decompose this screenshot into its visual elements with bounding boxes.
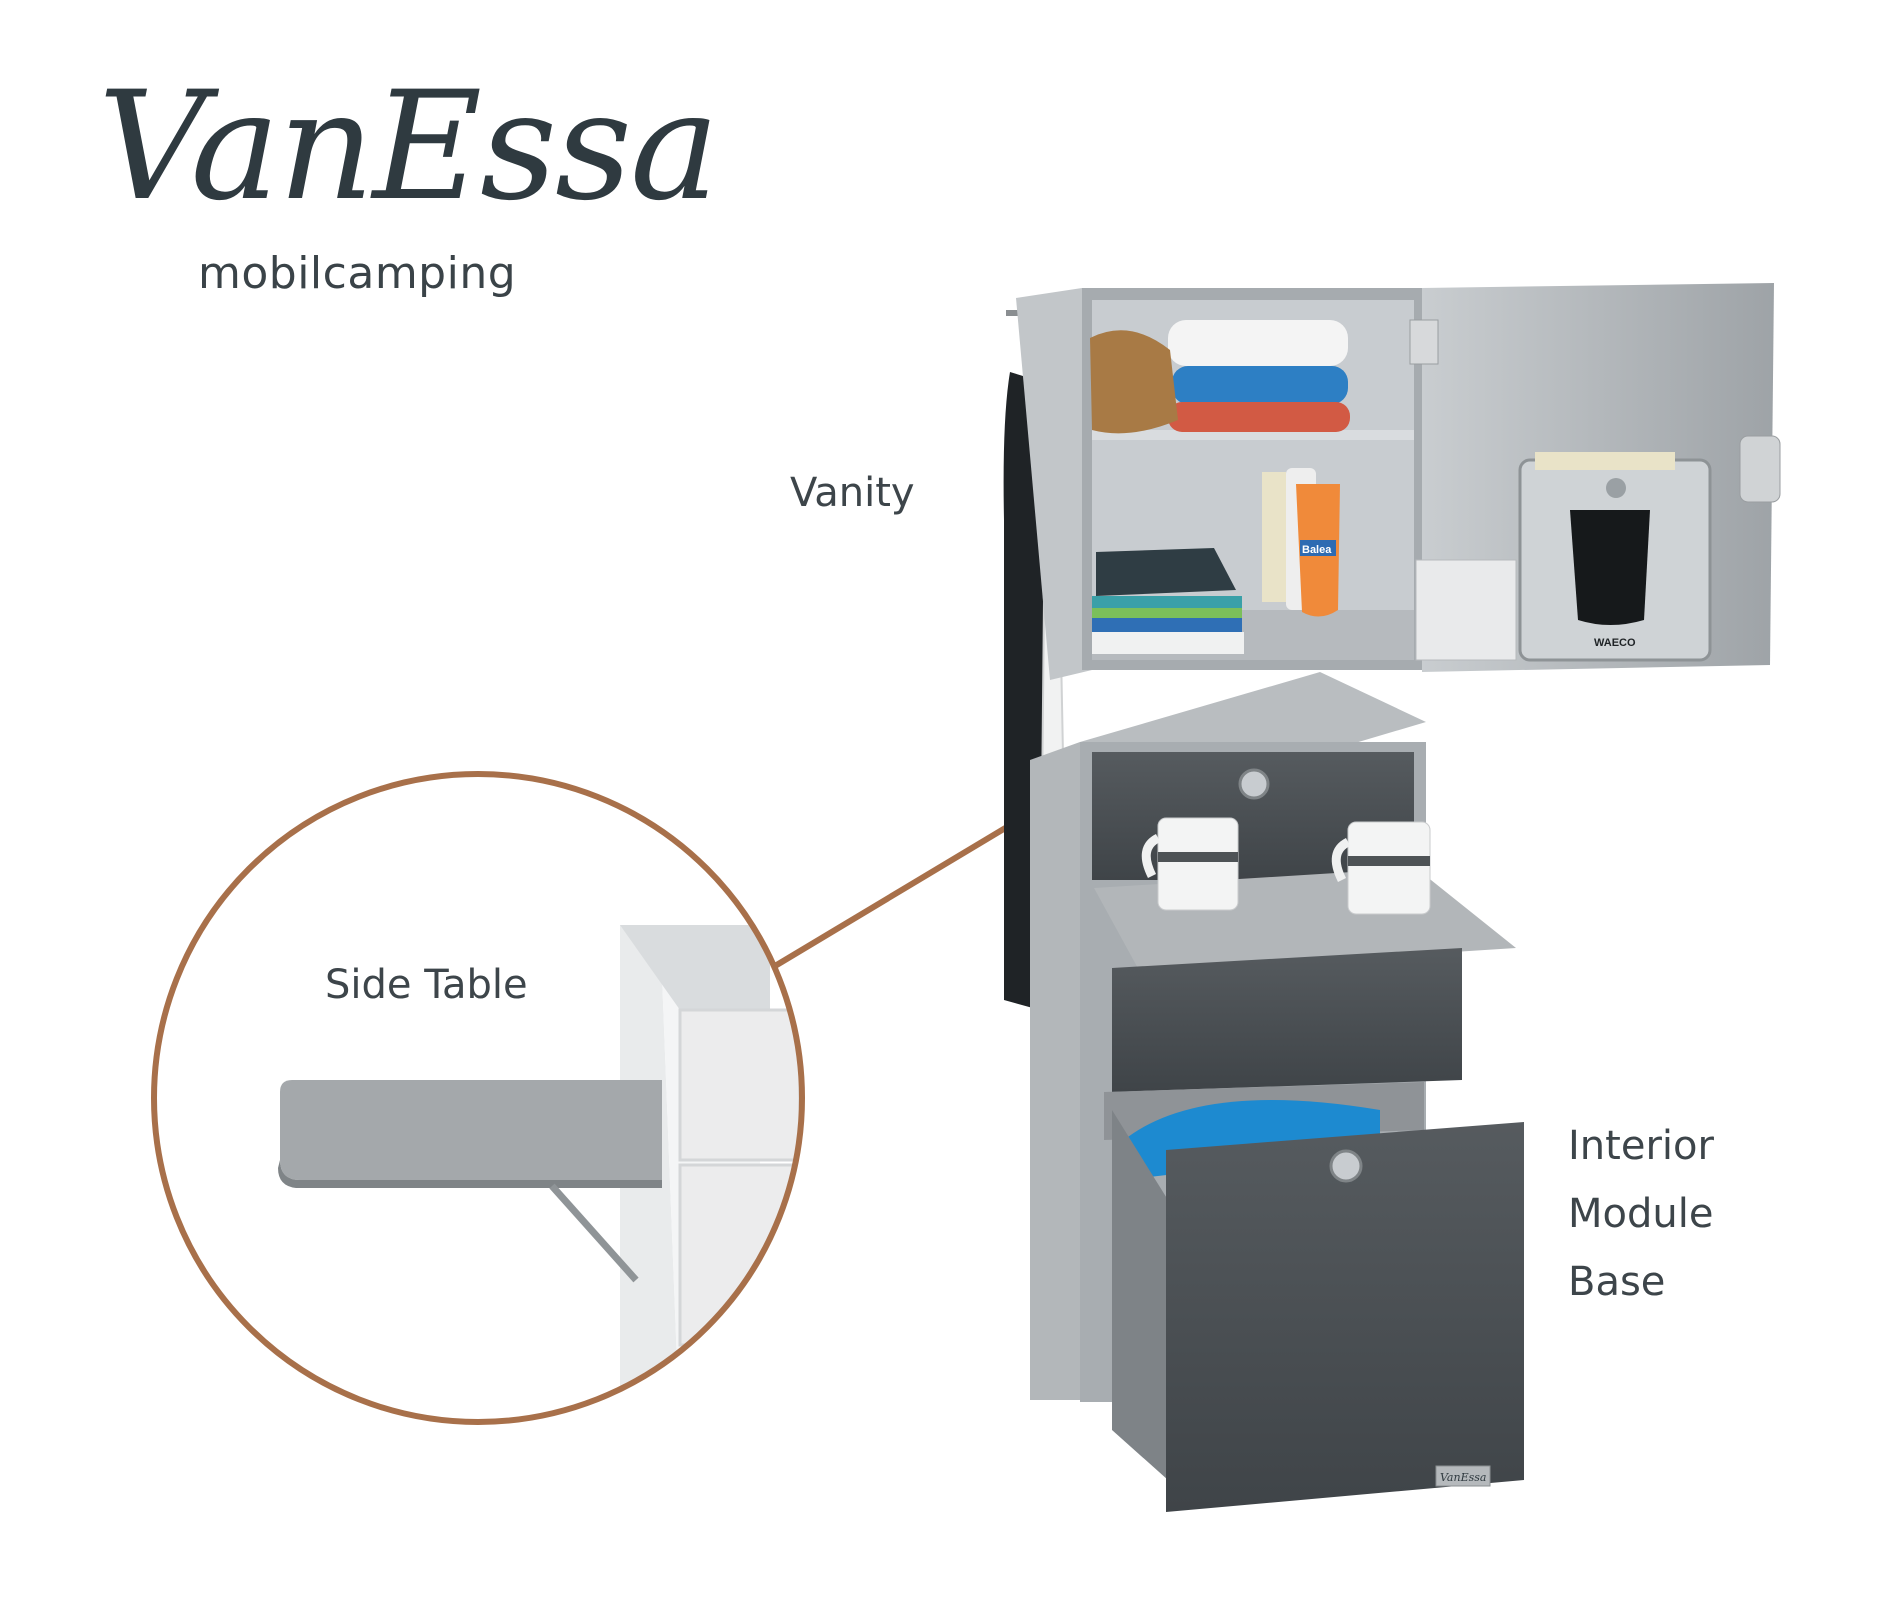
coffee-machine-button bbox=[1606, 478, 1626, 498]
label-vanity: Vanity bbox=[790, 470, 915, 516]
door-storage-box bbox=[1415, 559, 1517, 661]
drawer-brand-plate bbox=[1435, 1465, 1491, 1487]
lotion-brand-text: Balea bbox=[1302, 544, 1332, 556]
label-interior-line-1: Interior bbox=[1568, 1123, 1714, 1169]
towel-red bbox=[1168, 402, 1350, 432]
vanity-cabinet bbox=[1016, 283, 1781, 680]
mug-right bbox=[1331, 821, 1431, 915]
coffee-machine-cup bbox=[1570, 510, 1650, 625]
mug-left bbox=[1141, 817, 1239, 911]
zoom-table-bracket bbox=[549, 1183, 639, 1283]
base-module bbox=[1030, 672, 1524, 1512]
door-hinge bbox=[1409, 319, 1439, 365]
zoom-side-table-top bbox=[280, 1080, 662, 1180]
coffee-bag bbox=[1090, 330, 1178, 434]
bottom-drawer-knob bbox=[1329, 1149, 1363, 1183]
bottle-cream bbox=[1262, 472, 1286, 602]
label-interior-module-base: Interior Module Base bbox=[1568, 1112, 1714, 1316]
vanity-shelf bbox=[1092, 430, 1414, 440]
base-side-panel bbox=[1030, 742, 1080, 1400]
bottom-drawer-side bbox=[1112, 1110, 1168, 1480]
towel-blue bbox=[1172, 366, 1348, 404]
zoom-ring bbox=[151, 771, 805, 1425]
label-interior-line-3: Base bbox=[1568, 1259, 1666, 1305]
label-side-table: Side Table bbox=[325, 962, 528, 1008]
folded-shirt-dark bbox=[1096, 548, 1236, 596]
coffee-machine-brand-text: WAECO bbox=[1594, 637, 1636, 649]
brand-tagline: mobilcamping bbox=[198, 248, 517, 299]
bottom-drawer-front bbox=[1166, 1122, 1524, 1512]
door-latch bbox=[1739, 435, 1781, 503]
brand-logo-wordmark: VanEssa bbox=[98, 60, 719, 234]
towel-white bbox=[1168, 320, 1348, 366]
interior-module bbox=[1003, 283, 1781, 1512]
vanity-side-panel bbox=[1016, 288, 1092, 680]
middle-drawer bbox=[1112, 948, 1462, 1092]
label-interior-line-2: Module bbox=[1568, 1191, 1714, 1237]
top-drawer-knob bbox=[1238, 768, 1270, 800]
drawer-plate-text: VanEssa bbox=[1440, 1471, 1486, 1484]
